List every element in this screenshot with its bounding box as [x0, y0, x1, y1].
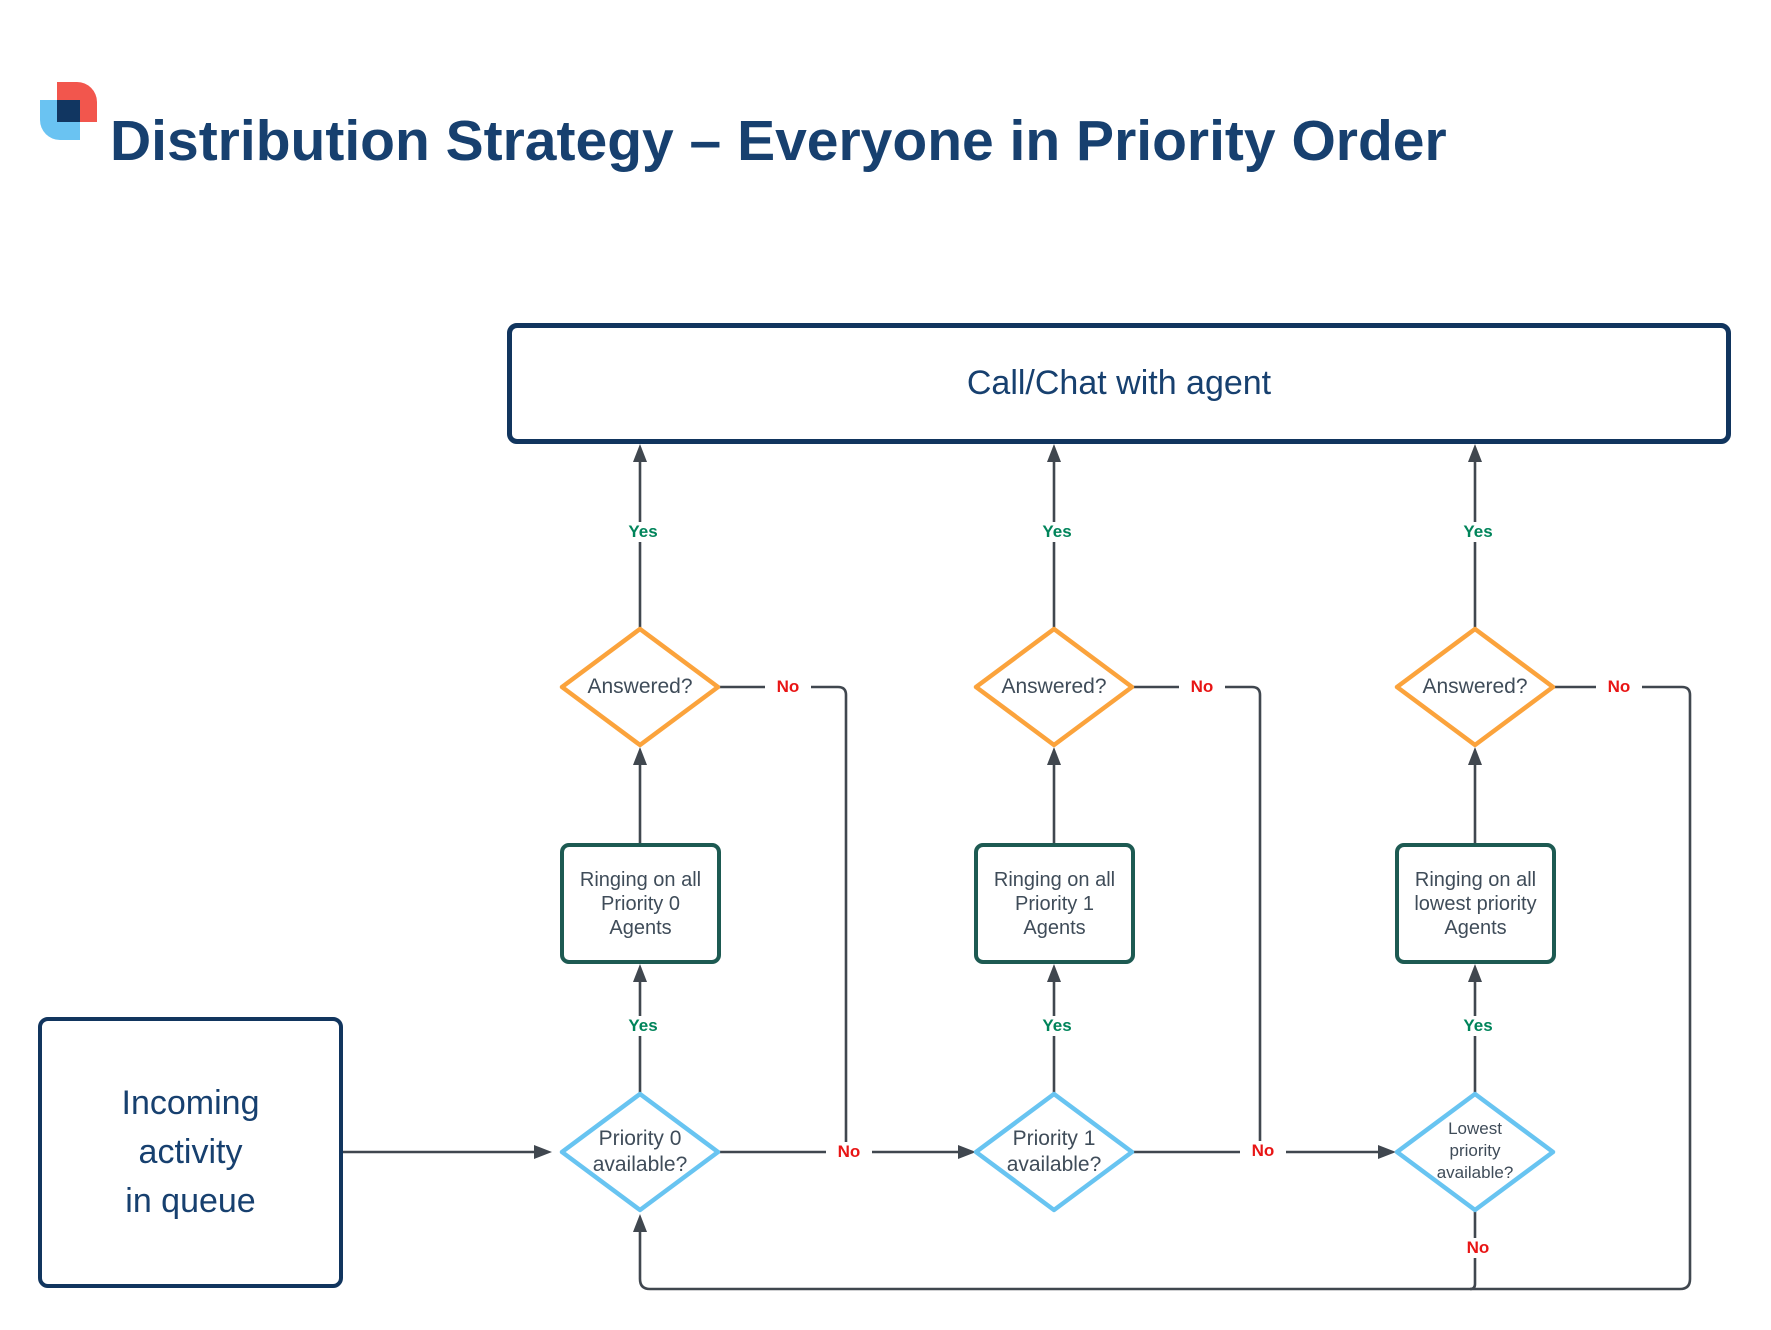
yes-label-top-3: Yes [1452, 522, 1504, 543]
no-label-answered-2: No [1179, 677, 1225, 698]
logo-navy-square [57, 100, 80, 122]
yes-label-top-2: Yes [1031, 522, 1083, 543]
ringing-lowest-priority-label: Ringing on all lowest priority Agents [1414, 868, 1537, 939]
page-title: Distribution Strategy – Everyone in Prio… [110, 109, 1447, 173]
ringing-priority1-box: Ringing on all Priority 1 Agents [974, 843, 1135, 964]
incoming-activity-box: Incoming activity in queue [38, 1017, 343, 1288]
brand-logo-icon [40, 82, 98, 140]
no-label-available-3: No [1455, 1238, 1501, 1259]
answered-diamond-label-2: Answered? [1001, 675, 1107, 698]
no-label-answered-1: No [765, 677, 811, 698]
ringing-priority1-label: Ringing on all Priority 1 Agents [993, 868, 1116, 939]
arrowheads [534, 444, 1482, 1232]
yes-label-top-1: Yes [617, 522, 669, 543]
call-chat-label: Call/Chat with agent [966, 364, 1272, 402]
yes-label-bottom-3: Yes [1452, 1016, 1504, 1037]
no-label-answered-3: No [1596, 677, 1642, 698]
call-chat-with-agent-box: Call/Chat with agent [507, 323, 1731, 444]
answered-diamond-label-1: Answered? [587, 675, 693, 698]
yes-label-bottom-2: Yes [1031, 1016, 1083, 1037]
ringing-lowest-priority-box: Ringing on all lowest priority Agents [1395, 843, 1556, 964]
connector-lines [342, 456, 1692, 1291]
no-label-available-1: No [826, 1142, 872, 1163]
answered-diamonds [559, 626, 1556, 748]
no-label-available-2: No [1240, 1141, 1286, 1162]
ringing-priority0-label: Ringing on all Priority 0 Agents [579, 868, 702, 939]
yes-label-bottom-1: Yes [617, 1016, 669, 1037]
incoming-activity-label: Incoming activity in queue [121, 1083, 260, 1221]
availability-diamonds [559, 1091, 1556, 1213]
answered-diamond-label-3: Answered? [1422, 675, 1528, 698]
ringing-priority0-box: Ringing on all Priority 0 Agents [560, 843, 721, 964]
